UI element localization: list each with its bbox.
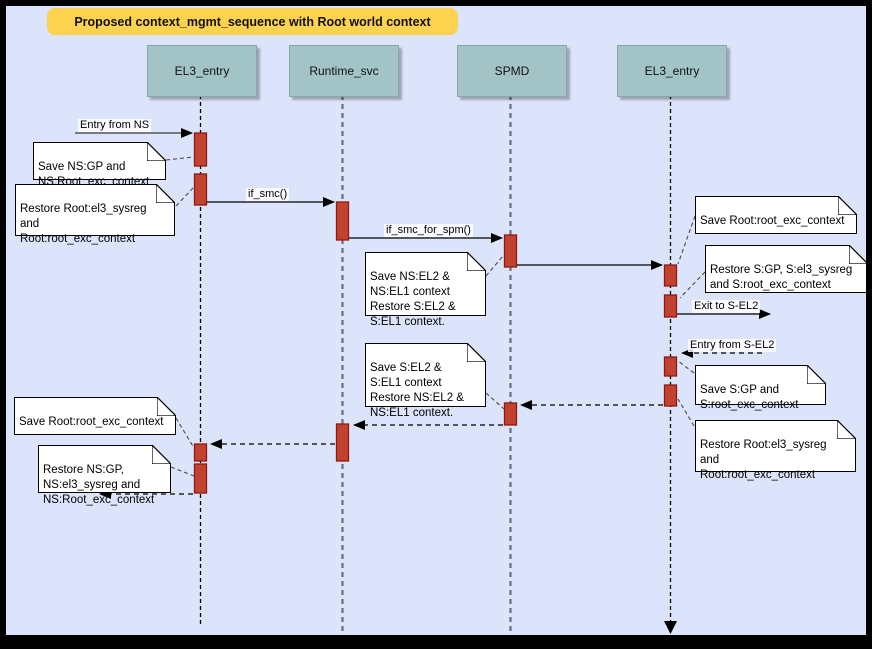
- activation-bar: [663, 356, 678, 377]
- activation-bar: [193, 463, 208, 494]
- lifeline-header-runtime-svc: Runtime_svc: [289, 45, 399, 97]
- note-restore-ns-gp: Restore NS:GP, NS:el3_sysreg and NS:Root…: [38, 445, 171, 506]
- diagram-title-banner: Proposed context_mgmt_sequence with Root…: [47, 8, 458, 35]
- activation-bar: [335, 423, 350, 462]
- lifeline-header-el3-entry-2: EL3_entry: [617, 45, 727, 97]
- folded-corner-icon: [849, 245, 866, 264]
- lifeline-label: EL3_entry: [174, 64, 230, 78]
- message-label-entry-from-ns: Entry from NS: [78, 119, 152, 132]
- note-save-root-exc-left: Save Root:root_exc_context: [14, 397, 176, 435]
- note-text: Restore NS:GP, NS:el3_sysreg and NS:Root…: [43, 464, 155, 506]
- note-connector: [679, 271, 706, 299]
- note-text: Restore S:GP, S:el3_sysreg and S:root_ex…: [710, 264, 853, 291]
- activation-bar: [663, 384, 678, 407]
- lifeline-label: EL3_entry: [644, 64, 700, 78]
- diagram-title: Proposed context_mgmt_sequence with Root…: [74, 14, 431, 29]
- folded-corner-icon: [147, 142, 166, 161]
- folded-corner-icon: [837, 420, 856, 439]
- activation-bar: [335, 201, 350, 241]
- note-save-ns-gp: Save NS:GP and NS:Root_exc_context: [33, 142, 166, 188]
- lifeline-label: SPMD: [494, 64, 530, 78]
- note-save-root-exc-right: Save Root:root_exc_context: [695, 196, 857, 234]
- note-connector: [677, 398, 695, 427]
- diagram-graphics-layer: [75, 95, 771, 635]
- note-connector: [175, 417, 195, 449]
- note-restore-root-el3-sysreg-1: Restore Root:el3_sysreg and Root:root_ex…: [15, 184, 175, 245]
- message-label-exit-to-sel2: Exit to S-EL2: [692, 300, 761, 313]
- folded-corner-icon: [152, 445, 171, 464]
- note-connector: [485, 392, 505, 410]
- note-save-ns-el2: Save NS:EL2 & NS:EL1 context Restore S:E…: [365, 252, 486, 328]
- lifeline-end-arrow-icon: [664, 621, 677, 634]
- activation-bar: [193, 132, 208, 167]
- note-text: Restore Root:el3_sysreg and Root:root_ex…: [700, 439, 827, 481]
- note-save-s-gp: Save S:GP and S:root_exc_context: [695, 365, 826, 411]
- note-connector: [485, 255, 504, 277]
- lifeline-label: Runtime_svc: [309, 64, 379, 78]
- lifeline-header-spmd: SPMD: [457, 45, 567, 97]
- note-connector: [677, 215, 696, 265]
- note-text: Save S:EL2 & S:EL1 context Restore NS:EL…: [370, 362, 464, 419]
- folded-corner-icon: [467, 343, 486, 362]
- note-save-s-el2: Save S:EL2 & S:EL1 context Restore NS:EL…: [365, 343, 486, 419]
- message-label-if-smc: if_smc(): [246, 188, 290, 201]
- sequence-diagram-canvas: Proposed context_mgmt_sequence with Root…: [6, 6, 866, 635]
- activation-bar: [503, 234, 518, 268]
- message-label-entry-from-sel2: Entry from S-EL2: [688, 339, 777, 352]
- activation-bar: [663, 264, 678, 287]
- note-text: Save Root:root_exc_context: [700, 215, 845, 227]
- note-restore-s-gp: Restore S:GP, S:el3_sysreg and S:root_ex…: [705, 245, 866, 293]
- note-connector: [170, 466, 195, 477]
- note-text: Save Root:root_exc_context: [19, 416, 164, 428]
- message-label-if-smc-for-spm: if_smc_for_spm(): [384, 224, 473, 237]
- activation-bar: [193, 173, 208, 206]
- note-restore-root-el3-sysreg-2: Restore Root:el3_sysreg and Root:root_ex…: [695, 420, 856, 481]
- note-connector: [677, 360, 695, 374]
- folded-corner-icon: [467, 252, 486, 271]
- activation-bar: [503, 402, 518, 426]
- activation-bar: [663, 294, 678, 318]
- note-connector: [175, 186, 195, 207]
- folded-corner-icon: [807, 365, 826, 384]
- lifeline-header-el3-entry-1: EL3_entry: [147, 45, 257, 97]
- folded-corner-icon: [156, 184, 175, 203]
- folded-corner-icon: [838, 196, 857, 215]
- note-text: Restore Root:el3_sysreg and Root:root_ex…: [20, 203, 147, 245]
- note-text: Save S:GP and S:root_exc_context: [700, 384, 799, 411]
- folded-corner-icon: [157, 397, 176, 416]
- activation-bar: [193, 443, 208, 462]
- note-text: Save NS:EL2 & NS:EL1 context Restore S:E…: [370, 271, 456, 328]
- note-connector: [165, 156, 195, 161]
